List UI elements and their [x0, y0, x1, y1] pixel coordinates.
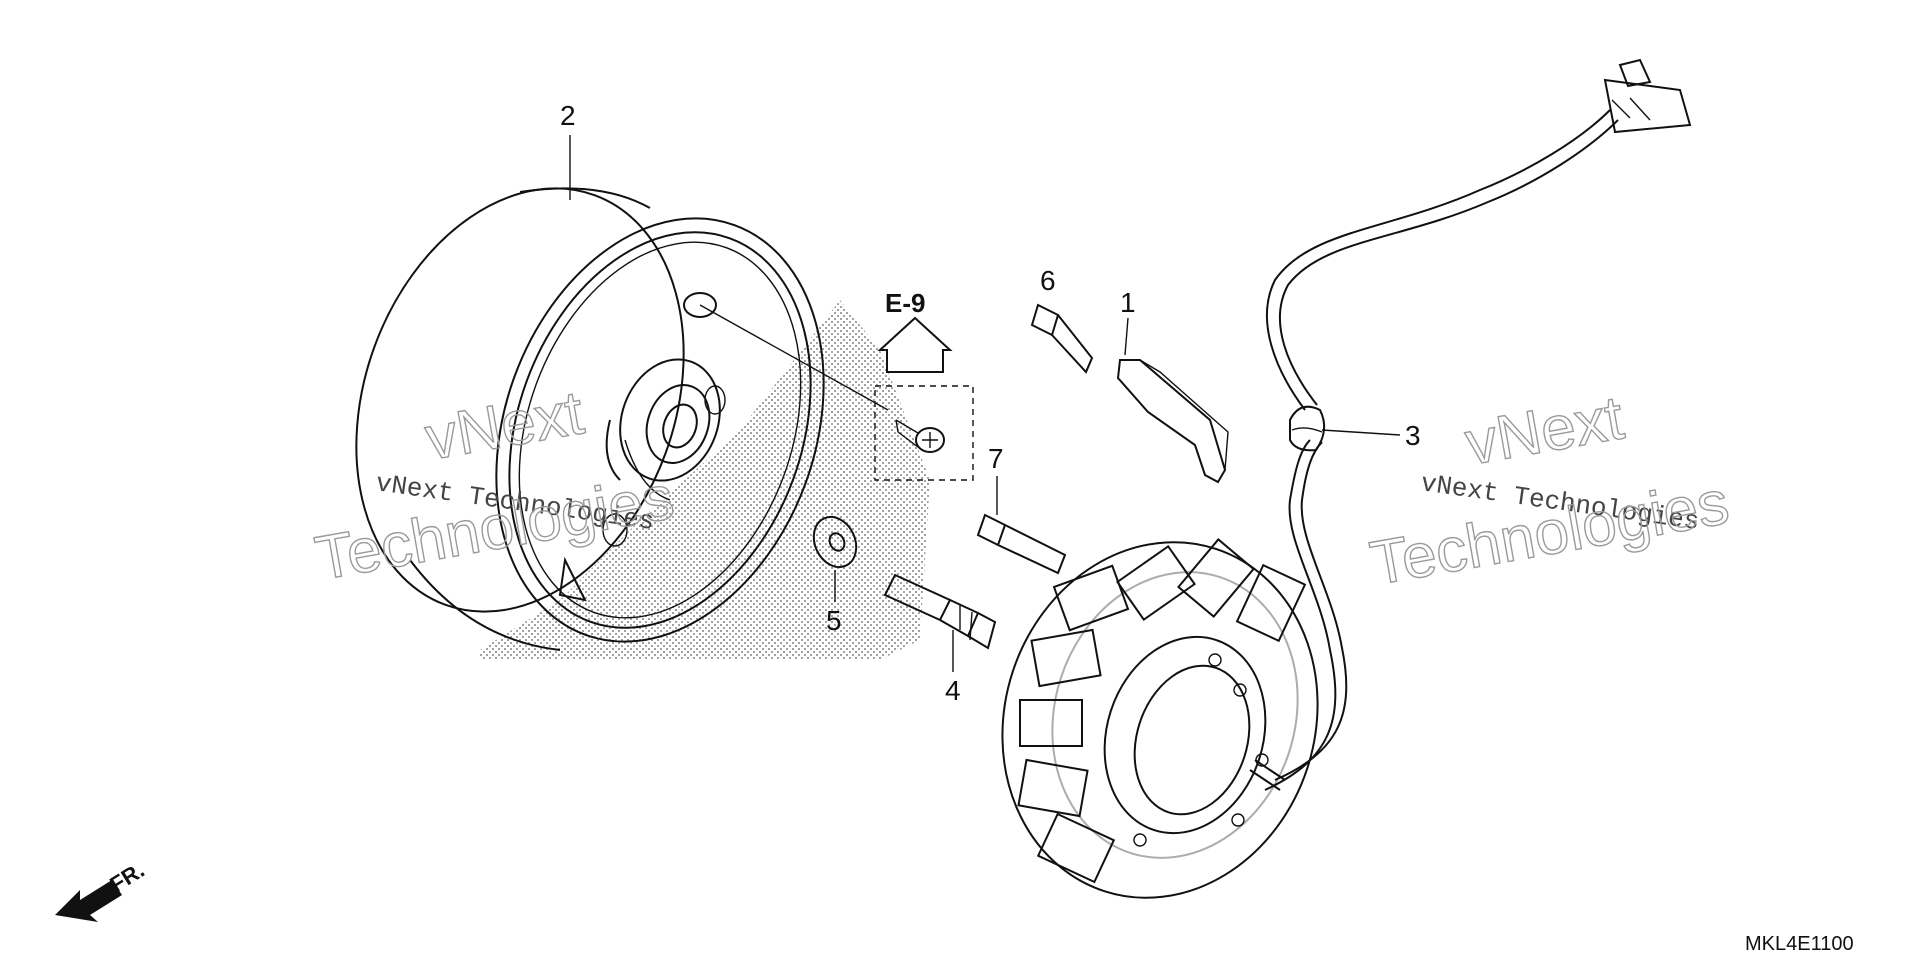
watermark-left-outline-top: vNext	[420, 378, 588, 473]
callout-3[interactable]: 3	[1321, 420, 1421, 451]
front-arrow-icon	[55, 880, 122, 922]
callout-5-label: 5	[826, 605, 842, 636]
up-arrow-icon	[877, 316, 953, 373]
clamp-plate-part	[1116, 359, 1229, 484]
reference-e9-group: E-9	[874, 288, 974, 481]
callout-7-label: 7	[988, 443, 1004, 474]
background-stamp	[480, 300, 930, 660]
flywheel-rotor-part	[355, 187, 889, 651]
stator-bolt-part	[976, 513, 1067, 575]
callout-1[interactable]: 1	[1120, 287, 1136, 356]
callout-1-label: 1	[1120, 287, 1136, 318]
diagram-code: MKL4E1100	[1745, 933, 1854, 955]
callout-6-label: 6	[1040, 265, 1056, 296]
watermark-right: vNext Technologies vNext Technologies	[1365, 383, 1735, 600]
callout-5[interactable]: 5	[826, 570, 842, 636]
callout-4-label: 4	[945, 675, 961, 706]
callout-3-label: 3	[1405, 420, 1421, 451]
stator-part	[1001, 58, 1692, 899]
small-screw-in-box	[895, 419, 945, 453]
small-bolt-part	[1030, 303, 1094, 374]
callout-6[interactable]: 6	[1040, 265, 1056, 296]
front-direction-indicator: FR.	[55, 857, 149, 922]
callout-2[interactable]: 2	[560, 100, 576, 200]
washer-part	[812, 515, 858, 569]
callout-2-label: 2	[560, 100, 576, 131]
reference-label: E-9	[885, 288, 925, 318]
callout-7[interactable]: 7	[988, 443, 1004, 515]
watermark-right-outline-top: vNext	[1460, 383, 1628, 478]
callout-4[interactable]: 4	[945, 630, 961, 706]
flywheel-bolt-part	[883, 573, 997, 650]
